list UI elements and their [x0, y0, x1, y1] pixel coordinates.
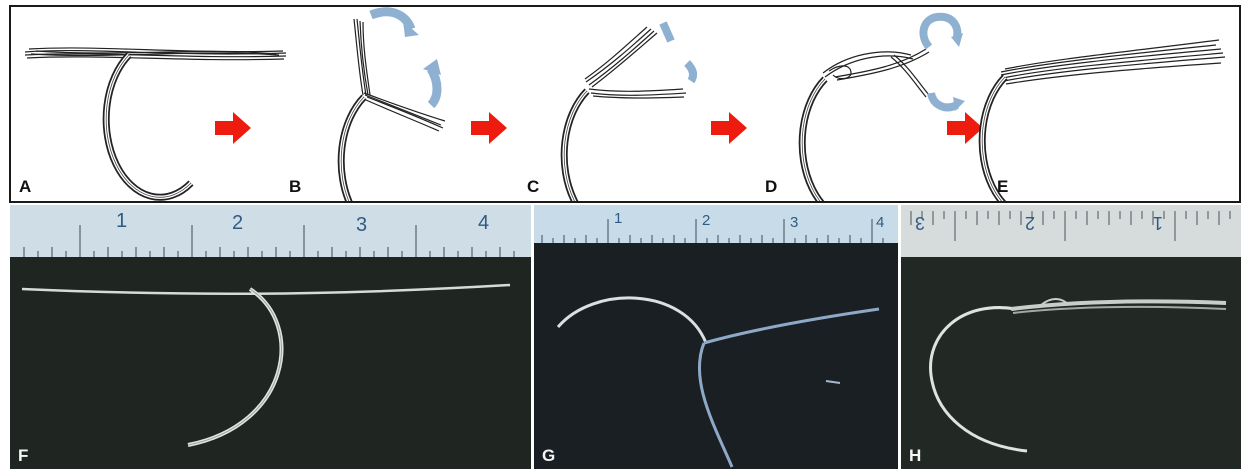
ruler-number: 1: [1153, 213, 1163, 233]
ruler-number: 1: [614, 210, 622, 227]
knot-steps-drawing: [11, 7, 1239, 201]
ruler-number: 3: [915, 213, 925, 233]
red-arrow-icon: [471, 112, 507, 144]
ruler-number: 3: [790, 214, 798, 231]
ruler-number: 3: [356, 214, 367, 236]
knot-steps-panel: A B C D E: [9, 5, 1241, 203]
panel-label-d: D: [765, 177, 777, 197]
step-d-illustration: [802, 17, 965, 201]
photo-g-image: 1 2 3 4: [534, 205, 898, 469]
panel-label-a: A: [19, 177, 31, 197]
ruler-number: 4: [876, 214, 884, 231]
panel-label-h: H: [909, 446, 921, 466]
ruler-number: 2: [232, 212, 243, 234]
step-c-illustration: [564, 23, 693, 201]
photo-g: 1 2 3 4 G: [534, 205, 898, 469]
panel-label-b: B: [289, 177, 301, 197]
red-arrow-icon: [947, 112, 983, 144]
panel-label-c: C: [527, 177, 539, 197]
photo-h: 3 2 1 H: [901, 205, 1241, 469]
step-b-illustration: [341, 12, 445, 201]
photo-h-image: 3 2 1: [901, 205, 1241, 469]
ruler-number: 1: [116, 210, 127, 232]
photo-f-image: 1 2 3 4: [10, 205, 531, 469]
red-arrow-icon: [215, 112, 251, 144]
step-a-illustration: [25, 48, 286, 197]
ruler-number: 2: [1025, 213, 1035, 233]
red-arrow-icon: [711, 112, 747, 144]
panel-label-e: E: [997, 177, 1008, 197]
panel-label-g: G: [542, 446, 555, 466]
panel-label-f: F: [18, 446, 28, 466]
ruler-number: 2: [702, 212, 710, 229]
photo-f: 1 2 3 4 F: [10, 205, 531, 469]
ruler-number: 4: [478, 212, 489, 234]
step-e-illustration: [982, 40, 1225, 201]
